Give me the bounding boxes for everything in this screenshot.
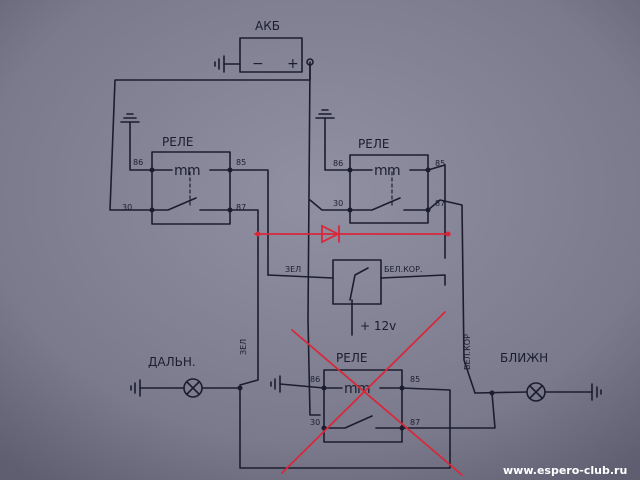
relay-left-ground-icon [120, 113, 140, 123]
high-beam-cross-icon [186, 381, 200, 395]
watermark: www.espero-club.ru [503, 464, 627, 477]
wire-green-vertical-label: ЗЕЛ [239, 339, 248, 355]
relay-bottom-pin87-dot [399, 425, 405, 431]
low-beam-cross-icon [529, 385, 543, 399]
relay-left-coil-2: m [187, 163, 201, 179]
switch-box [332, 259, 382, 305]
red-dot-left [255, 231, 261, 237]
relay-bottom-label: РЕЛЕ [336, 351, 367, 365]
diode-triangle-icon [321, 224, 341, 244]
relay-bottom-pin86: 86 [310, 375, 320, 384]
wire-left-87 [229, 209, 259, 386]
wire-right-85 [427, 164, 446, 259]
relay-bottom-pin87: 87 [410, 418, 420, 427]
wire-green-top [267, 274, 334, 279]
relay-right-pin86: 86 [333, 159, 343, 168]
relay-left: РЕЛЕ 86 85 30 87 m m [122, 135, 246, 225]
supply-label: + 12v [360, 319, 396, 333]
wire-left-85 [229, 169, 269, 276]
wire-white-brown-vertical-label: БЕЛ.КОР [463, 334, 472, 370]
relay-bottom-pin30: 30 [310, 418, 320, 427]
relay-bottom-ground-icon [270, 375, 281, 393]
relay-left-pin86: 86 [133, 158, 143, 167]
wire-plus-to-right-30 [309, 199, 351, 211]
relay-right-label: РЕЛЕ [358, 137, 389, 151]
relay-left-label: РЕЛЕ [162, 135, 193, 149]
relay-right-pin85: 85 [435, 159, 445, 168]
low-beam-lamp: БЛИЖН [474, 351, 602, 402]
relay-right-coil-2: m [387, 163, 401, 179]
relay-right-switch [349, 197, 429, 211]
relay-bottom-coil: m [344, 381, 358, 397]
battery-plus-sign: + [287, 56, 299, 72]
red-dot-right [445, 231, 451, 237]
wire-right-87 [427, 199, 476, 394]
wire-white-brown-top-label: БЕЛ.КОР. [384, 265, 422, 274]
relay-right: РЕЛЕ 86 85 30 87 m m [333, 137, 445, 224]
wire-right-86-ground [324, 117, 351, 171]
battery-ground-icon [214, 55, 225, 73]
headlight-switch: + 12v [332, 259, 396, 336]
relay-right-pin87: 87 [435, 199, 445, 208]
wire-low-to-bottom-87 [401, 392, 496, 429]
wire-bottom-loop [239, 387, 451, 469]
red-cross-mark [281, 311, 463, 476]
relay-bottom: РЕЛЕ 86 85 30 87 m m [310, 351, 420, 443]
wire-green-top-label: ЗЕЛ [285, 265, 301, 274]
red-diode-mark [254, 224, 451, 244]
relay-bottom-box [323, 369, 403, 443]
relay-right-pin30-dot [347, 207, 353, 213]
high-beam-lamp: ДАЛЬН. [130, 355, 243, 398]
relay-bottom-switch [323, 415, 403, 429]
wire-bottom-86 [279, 383, 325, 389]
relay-left-pin30-dot [149, 207, 155, 213]
red-cross-line-2 [281, 311, 446, 474]
relay-left-pin85: 85 [236, 158, 246, 167]
battery-body [239, 37, 303, 73]
red-cross-line-1 [291, 329, 463, 476]
relay-right-box [349, 154, 429, 224]
high-beam-label: ДАЛЬН. [148, 355, 196, 369]
relay-bottom-pin85: 85 [410, 375, 420, 384]
relay-left-coil: m [174, 163, 188, 179]
low-beam-ground-icon [591, 383, 602, 401]
battery-label: АКБ [255, 19, 280, 33]
battery: АКБ − + [214, 19, 314, 73]
wire-plus-down [307, 64, 321, 416]
relay-right-coil: m [374, 163, 388, 179]
battery-minus-sign: − [252, 56, 264, 72]
relay-left-box [151, 151, 231, 225]
relay-left-pin30: 30 [122, 203, 132, 212]
relay-left-switch [151, 197, 231, 211]
low-beam-wire [474, 391, 593, 394]
wire-bottom-85 [401, 387, 451, 456]
wire-left-86-ground [129, 121, 153, 171]
relay-right-ground-icon [315, 109, 335, 119]
high-beam-ground-icon [130, 379, 141, 397]
relay-right-pin30: 30 [333, 199, 343, 208]
switch-lever [349, 267, 369, 301]
wire-white-brown-top [380, 274, 446, 286]
low-beam-label: БЛИЖН [500, 351, 548, 365]
relay-left-pin87: 87 [236, 203, 246, 212]
